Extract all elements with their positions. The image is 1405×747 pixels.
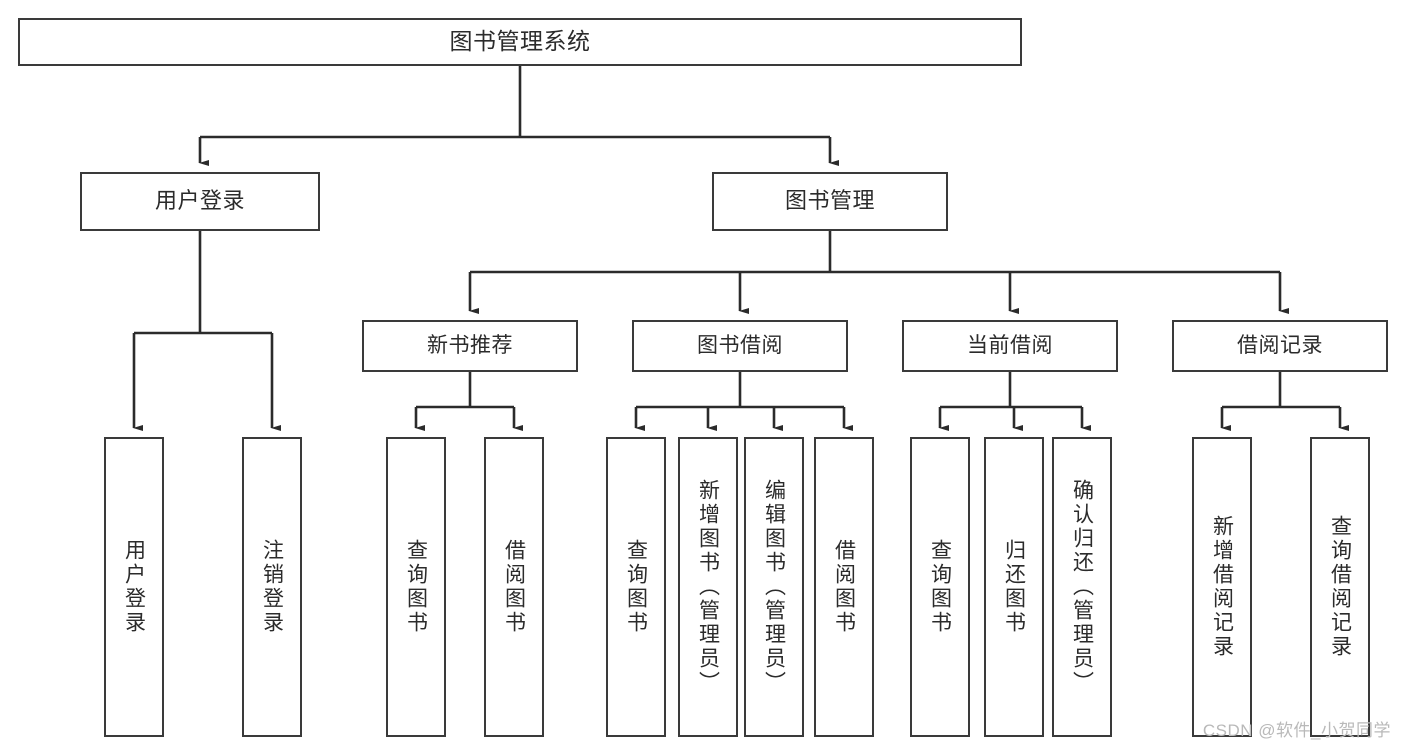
- node-leaf-add-book-label: 新增图书（管理员）: [696, 479, 720, 695]
- node-leaf-user-logout[interactable]: 注销登录: [242, 437, 302, 737]
- node-book-manage[interactable]: 图书管理: [712, 172, 948, 231]
- node-user-login-label: 用户登录: [154, 188, 245, 214]
- node-leaf-query-record-label: 查询借阅记录: [1328, 515, 1352, 659]
- node-leaf-query-book-2-label: 查询图书: [624, 539, 648, 635]
- node-leaf-borrow-book-1-label: 借阅图书: [502, 539, 526, 635]
- node-user-login[interactable]: 用户登录: [80, 172, 320, 231]
- node-root-label: 图书管理系统: [449, 28, 591, 55]
- node-new-book-rec[interactable]: 新书推荐: [362, 320, 578, 372]
- node-leaf-borrow-book-1[interactable]: 借阅图书: [484, 437, 544, 737]
- node-borrow-record[interactable]: 借阅记录: [1172, 320, 1388, 372]
- node-leaf-edit-book[interactable]: 编辑图书（管理员）: [744, 437, 804, 737]
- node-leaf-query-record[interactable]: 查询借阅记录: [1310, 437, 1370, 737]
- node-leaf-borrow-book-2-label: 借阅图书: [832, 539, 856, 635]
- node-leaf-query-book-3-label: 查询图书: [928, 539, 952, 635]
- node-current-borrow[interactable]: 当前借阅: [902, 320, 1118, 372]
- node-leaf-user-logout-label: 注销登录: [260, 539, 284, 635]
- node-leaf-confirm-return-label: 确认归还（管理员）: [1070, 479, 1094, 695]
- node-leaf-borrow-book-2[interactable]: 借阅图书: [814, 437, 874, 737]
- node-leaf-return-book-label: 归还图书: [1002, 539, 1026, 635]
- node-leaf-user-login[interactable]: 用户登录: [104, 437, 164, 737]
- node-leaf-query-book-3[interactable]: 查询图书: [910, 437, 970, 737]
- node-leaf-confirm-return[interactable]: 确认归还（管理员）: [1052, 437, 1112, 737]
- node-leaf-add-record-label: 新增借阅记录: [1210, 515, 1234, 659]
- node-leaf-return-book[interactable]: 归还图书: [984, 437, 1044, 737]
- node-leaf-add-record[interactable]: 新增借阅记录: [1192, 437, 1252, 737]
- node-book-borrow[interactable]: 图书借阅: [632, 320, 848, 372]
- node-book-manage-label: 图书管理: [784, 188, 875, 214]
- node-leaf-query-book-2[interactable]: 查询图书: [606, 437, 666, 737]
- node-root[interactable]: 图书管理系统: [18, 18, 1022, 66]
- node-leaf-query-book-1-label: 查询图书: [404, 539, 428, 635]
- node-leaf-user-login-label: 用户登录: [122, 539, 146, 635]
- node-current-borrow-label: 当前借阅: [967, 334, 1053, 358]
- node-leaf-query-book-1[interactable]: 查询图书: [386, 437, 446, 737]
- node-leaf-add-book[interactable]: 新增图书（管理员）: [678, 437, 738, 737]
- node-leaf-edit-book-label: 编辑图书（管理员）: [762, 479, 786, 695]
- node-new-book-rec-label: 新书推荐: [427, 334, 513, 358]
- node-borrow-record-label: 借阅记录: [1237, 334, 1323, 358]
- node-book-borrow-label: 图书借阅: [697, 334, 783, 358]
- watermark: CSDN @软件_小贺同学: [1202, 721, 1391, 740]
